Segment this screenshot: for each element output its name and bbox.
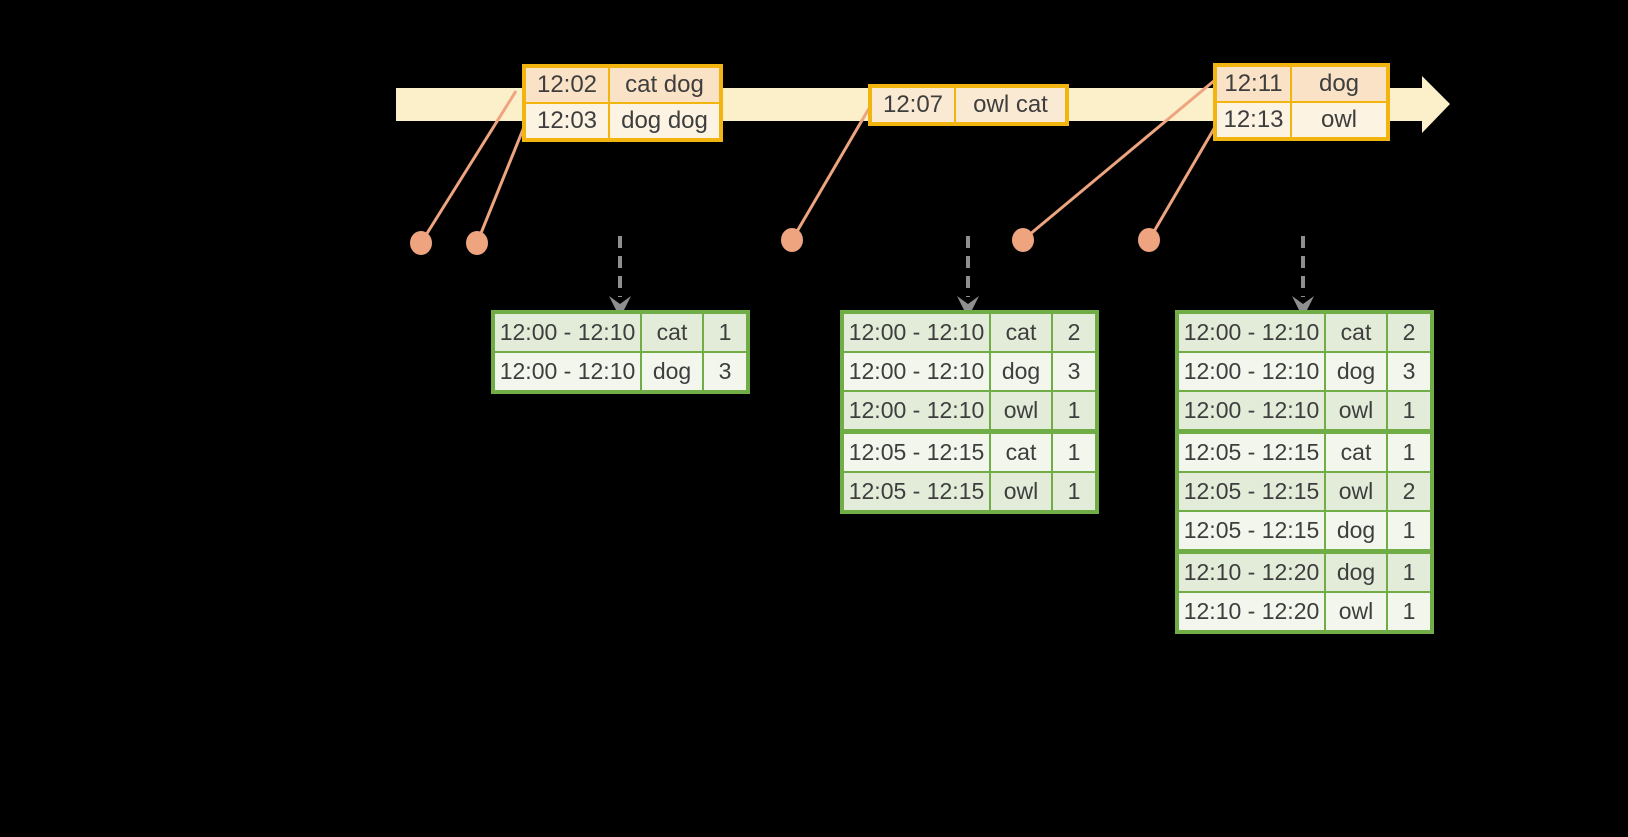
table-cell: 1 <box>1388 392 1430 429</box>
table-cell: owl <box>1326 392 1386 429</box>
table-cell: 1 <box>1388 554 1430 591</box>
table-cell: 2 <box>1388 473 1430 510</box>
connector-line <box>1022 78 1216 242</box>
table-cell: 3 <box>1053 353 1095 390</box>
table-cell: 12:05 - 12:15 <box>1179 473 1324 510</box>
table-cell: cat <box>1326 314 1386 351</box>
table-cell: 12:05 - 12:15 <box>1179 434 1324 471</box>
table-cell: 12:13 <box>1217 103 1290 137</box>
table-cell: 1 <box>1388 593 1430 630</box>
connector-line <box>419 90 518 244</box>
table-cell: owl <box>1292 103 1386 137</box>
table-cell: owl <box>991 473 1051 510</box>
table-cell: 2 <box>1388 314 1430 351</box>
event-dots <box>410 228 1160 255</box>
table-cell: dog <box>991 353 1051 390</box>
table-cell: 12:00 - 12:10 <box>495 314 640 351</box>
table-cell: dog <box>1292 67 1386 101</box>
table-cell: cat <box>1326 434 1386 471</box>
table-cell: cat <box>991 314 1051 351</box>
event-dot-icon <box>1138 228 1160 252</box>
table-cell: cat <box>991 434 1051 471</box>
table-cell: 1 <box>1053 434 1095 471</box>
table-cell: 12:11 <box>1217 67 1290 101</box>
connector-line <box>790 104 873 241</box>
table-cell: 1 <box>1053 473 1095 510</box>
table-cell: owl <box>1326 473 1386 510</box>
table-cell: dog dog <box>610 104 719 138</box>
table-cell: 3 <box>1388 353 1430 390</box>
table-cell: 12:05 - 12:15 <box>1179 512 1324 549</box>
event-dot-icon <box>410 231 432 255</box>
table-cell: 12:00 - 12:10 <box>844 353 989 390</box>
table-cell: dog <box>1326 353 1386 390</box>
table-cell: 12:00 - 12:10 <box>495 353 640 390</box>
table-cell: 12:05 - 12:15 <box>844 473 989 510</box>
event-dot-icon <box>1012 228 1034 252</box>
table-cell: owl <box>1326 593 1386 630</box>
connector-line <box>475 126 526 244</box>
table-cell: cat dog <box>610 68 719 102</box>
table-cell: 12:07 <box>872 88 954 122</box>
table-cell: 3 <box>704 353 746 390</box>
table-cell: dog <box>1326 554 1386 591</box>
table-cell: dog <box>642 353 702 390</box>
table-cell: 12:02 <box>526 68 608 102</box>
table-cell: dog <box>1326 512 1386 549</box>
table-cell: 12:10 - 12:20 <box>1179 554 1324 591</box>
table-cell: owl <box>991 392 1051 429</box>
arrow-down-icon <box>957 296 979 318</box>
table-cell: 12:10 - 12:20 <box>1179 593 1324 630</box>
trigger-arrows <box>609 236 1314 318</box>
table-cell: 12:00 - 12:10 <box>1179 353 1324 390</box>
connector-lines <box>419 78 1217 244</box>
table-cell: owl cat <box>956 88 1065 122</box>
table-cell: cat <box>642 314 702 351</box>
table-cell: 12:03 <box>526 104 608 138</box>
table-cell: 1 <box>1388 512 1430 549</box>
table-cell: 12:05 - 12:15 <box>844 434 989 471</box>
connector-line <box>1147 126 1217 241</box>
arrow-down-icon <box>609 296 631 318</box>
table-cell: 12:00 - 12:10 <box>1179 314 1324 351</box>
arrow-down-icon <box>1292 296 1314 318</box>
table-cell: 1 <box>1388 434 1430 471</box>
table-cell: 1 <box>704 314 746 351</box>
table-cell: 12:00 - 12:10 <box>1179 392 1324 429</box>
table-cell: 12:00 - 12:10 <box>844 314 989 351</box>
event-dot-icon <box>466 231 488 255</box>
table-cell: 2 <box>1053 314 1095 351</box>
timeline-arrowhead-icon <box>1422 76 1450 133</box>
table-cell: 12:00 - 12:10 <box>844 392 989 429</box>
table-cell: 1 <box>1053 392 1095 429</box>
event-dot-icon <box>781 228 803 252</box>
